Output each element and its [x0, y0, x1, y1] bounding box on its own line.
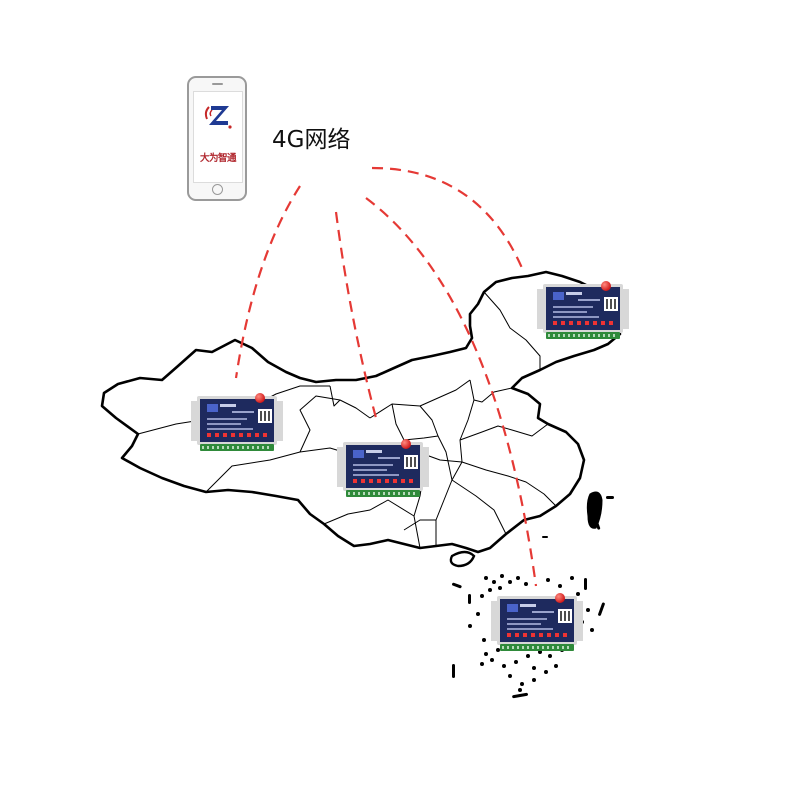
link-to-west-device — [234, 185, 301, 379]
hainan-island — [449, 550, 476, 568]
link-to-central-device — [334, 211, 378, 419]
controller-device-icon — [343, 442, 423, 491]
controller-device-icon — [497, 596, 577, 645]
device-west — [191, 393, 283, 453]
device-southeast — [491, 593, 583, 653]
phone-icon: 大为智通 — [187, 76, 247, 201]
link-to-northeast-device — [371, 166, 524, 269]
network-label: 4G网络 — [272, 127, 351, 153]
phone-speaker — [212, 83, 223, 85]
phone-screen: 大为智通 — [193, 91, 243, 183]
device-central — [337, 439, 429, 499]
link-to-southeast-device — [365, 197, 538, 587]
z-logo-icon — [204, 106, 232, 129]
controller-device-icon — [543, 284, 623, 333]
device-northeast — [537, 281, 629, 341]
taiwan-island — [586, 491, 603, 529]
phone-app-brand: 大为智通 — [199, 153, 237, 164]
phone-home-button — [212, 184, 223, 195]
controller-device-icon — [197, 396, 277, 445]
china-outline — [100, 270, 622, 554]
4g-links — [234, 166, 538, 587]
